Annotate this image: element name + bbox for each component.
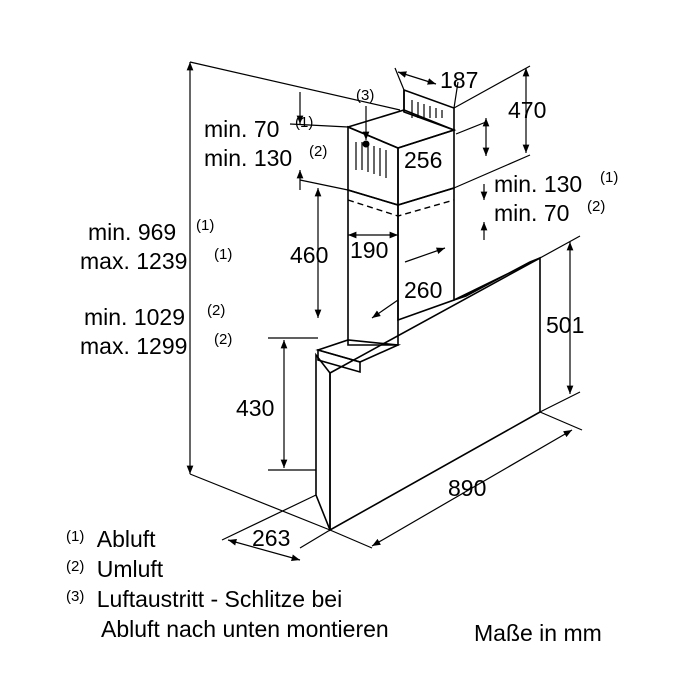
slot-marker-dot xyxy=(362,140,370,148)
min-969-note: (1) xyxy=(196,217,214,234)
min-1029-note: (2) xyxy=(207,302,225,319)
dim-190: 190 xyxy=(350,237,388,263)
min-70-left: min. 70 xyxy=(204,116,279,142)
min-130-left-note: (2) xyxy=(309,143,327,160)
dim-260: 260 xyxy=(404,277,442,303)
legend-item-2: (2) Umluft xyxy=(66,556,163,583)
slots-right xyxy=(411,100,443,118)
max-1299: max. 1299 xyxy=(80,333,187,359)
min-130-left: min. 130 xyxy=(204,145,292,171)
legend-text: Abluft nach unten montieren xyxy=(101,616,389,642)
min-130-right-note: (1) xyxy=(600,169,618,186)
dim-263: 263 xyxy=(252,525,290,551)
min-130-right: min. 130 xyxy=(494,171,582,197)
dim-470: 470 xyxy=(508,97,546,123)
units-note: Maße in mm xyxy=(474,620,602,646)
dim-501: 501 xyxy=(546,312,584,338)
min-70-left-note: (1) xyxy=(295,114,313,131)
dim-890: 890 xyxy=(448,475,486,501)
legend-text: Umluft xyxy=(96,556,164,582)
dim-187: 187 xyxy=(440,67,478,93)
min-1029: min. 1029 xyxy=(84,304,185,330)
legend-item-3: (3) Luftaustritt - Schlitze bei xyxy=(66,586,342,613)
slots-left xyxy=(355,142,387,178)
min-969: min. 969 xyxy=(88,219,176,245)
min-70-right: min. 70 xyxy=(494,200,569,226)
max-1239: max. 1239 xyxy=(80,248,187,274)
legend-text: Luftaustritt - Schlitze bei xyxy=(96,586,343,612)
max-1299-note: (2) xyxy=(214,331,232,348)
legend-item-4: Abluft nach unten montieren xyxy=(101,616,389,643)
dimension-lines xyxy=(186,61,583,561)
legend-item-1: (1) Abluft xyxy=(66,526,156,553)
slot-marker-label: (3) xyxy=(356,87,374,104)
dim-256: 256 xyxy=(404,147,442,173)
max-1239-note: (1) xyxy=(214,246,232,263)
min-70-right-note: (2) xyxy=(587,198,605,215)
legend-num: (1) xyxy=(66,528,85,545)
legend-num: (2) xyxy=(66,558,85,575)
legend-num: (3) xyxy=(66,588,85,605)
dim-460: 460 xyxy=(290,242,328,268)
legend-text: Abluft xyxy=(96,526,156,552)
dim-430: 430 xyxy=(236,395,274,421)
